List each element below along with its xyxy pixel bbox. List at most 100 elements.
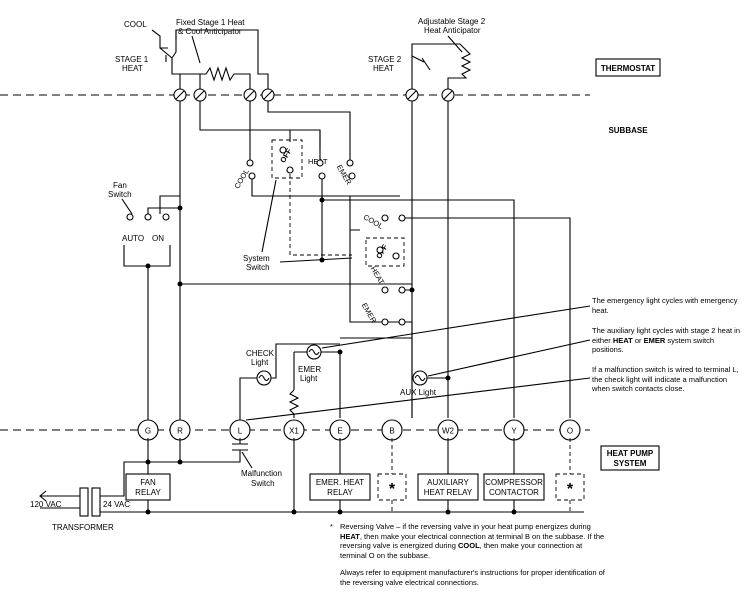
- cool-contact-arm: [151, 29, 168, 49]
- thermostat-zone-label: THERMOSTAT: [601, 64, 655, 73]
- fan-switch-leader: [121, 198, 133, 215]
- terminal-label-w2: W2: [442, 427, 455, 436]
- fan-on-label: ON: [152, 234, 164, 243]
- lower-heat-label: HEAT: [369, 265, 387, 287]
- aux-heat-relay-box: [417, 473, 479, 501]
- aux-note-part-c: system switch positions.: [592, 335, 715, 355]
- subbase-zone-label: SUBBASE: [608, 126, 648, 135]
- thermostat-zone-box: [595, 58, 661, 77]
- adjustable-anticipator-label-1: Adjustable Stage 2: [418, 17, 486, 26]
- terminal-label-o: O: [567, 427, 573, 436]
- footnote-rv-title: Reversing Valve: [340, 522, 395, 531]
- fixed-anticipator-resistor: [180, 66, 251, 89]
- fan-switch-contacts: [126, 213, 170, 221]
- heat-bus-wire: [199, 101, 321, 160]
- system-switch-leader-1: [261, 179, 277, 253]
- fan-relay-label-2: RELAY: [135, 488, 161, 497]
- stage2-contact-arm: [411, 55, 431, 71]
- y-wire: [322, 199, 515, 418]
- emergency-light-note: The emergency light cycles with emergenc…: [592, 296, 738, 315]
- reversing-valve-footnote: *Reversing Valve – if the reversing valv…: [330, 522, 610, 587]
- heat-pump-zone-label-1: HEAT PUMP: [607, 449, 654, 458]
- heat-pump-zone-label-2: SYSTEM: [614, 459, 647, 468]
- stage1-wire: [171, 30, 181, 89]
- system-switch-leader-2: [279, 257, 353, 263]
- malfunction-switch: [148, 438, 248, 463]
- transformer-label: TRANSFORMER: [52, 523, 114, 532]
- x1-resistor: [288, 389, 300, 418]
- malfunction-switch-label-1: Malfunction: [241, 469, 282, 478]
- stage1-label-1: STAGE 1: [115, 55, 149, 64]
- aux-callout-leader: [427, 339, 591, 377]
- terminal-label-x1: X1: [289, 427, 299, 436]
- fan-switch-label-1: Fan: [113, 181, 127, 190]
- stage1-label-2: HEAT: [122, 64, 143, 73]
- aux-note-emer: EMER: [643, 335, 666, 345]
- aux-heat-relay-label-2: HEAT RELAY: [424, 488, 473, 497]
- thermostat-terminals: [173, 88, 455, 102]
- terminal-label-y: Y: [511, 427, 517, 436]
- cool-label: COOL: [124, 20, 147, 29]
- o-wire: [412, 217, 571, 418]
- aux-light-wiring: [411, 338, 448, 418]
- terminal-label-e: E: [337, 427, 342, 436]
- emer-wire: [267, 101, 351, 160]
- malfunction-note: If a malfunction switch is wired to term…: [592, 365, 739, 393]
- aux-light-note: The auxiliary light cycles with stage 2 …: [592, 326, 744, 355]
- lower-cool-label: COOL: [362, 212, 385, 230]
- compressor-label-2: CONTACTOR: [489, 488, 539, 497]
- footnote-rv-c: , then make your connection at terminal …: [340, 541, 583, 560]
- thermostat-top-wire: [175, 29, 269, 89]
- fixed-anticipator-label-1: Fixed Stage 1 Heat: [176, 18, 245, 27]
- lower-switch-outputs: [405, 217, 413, 338]
- star-box-o: [555, 473, 585, 501]
- fan-switch-label-2: Switch: [108, 190, 132, 199]
- emergency-callout-leader: [321, 305, 591, 349]
- lower-off-box: [365, 237, 405, 267]
- emer-light-filament: [308, 348, 320, 356]
- stage2-label-1: STAGE 2: [368, 55, 402, 64]
- vac-120-label: 120 VAC: [30, 500, 62, 509]
- adjustable-anticipator-resistor: [411, 43, 472, 89]
- star-returns: [391, 500, 571, 512]
- aux-light-filament: [414, 374, 426, 382]
- stage1-contact-arm: [159, 47, 173, 62]
- heat-pump-zone-box: [600, 445, 660, 471]
- star-o: *: [567, 481, 574, 498]
- system-switch-label-1: System: [243, 254, 270, 263]
- subbase-bus-stubs: [289, 130, 321, 150]
- aux-note-part-b: or: [632, 335, 644, 345]
- emer-light-label-2: Light: [300, 374, 318, 383]
- cool-lower-wire: [251, 179, 400, 197]
- footnote-rv-heat: HEAT: [340, 531, 360, 541]
- aux-light-label: AUX Light: [400, 388, 437, 397]
- footnote-star: *: [330, 522, 333, 531]
- fixed-anticipator-label-2: & Cool Anticipator: [178, 27, 242, 36]
- footnote-paragraph: *Reversing Valve – if the reversing valv…: [330, 522, 610, 560]
- check-light-label-2: Light: [251, 358, 269, 367]
- vac-24-label: 24 VAC: [103, 500, 130, 509]
- fan-relay-label-1: FAN: [140, 478, 156, 487]
- terminal-label-g: G: [145, 427, 151, 436]
- fan-auto-label: AUTO: [122, 234, 144, 243]
- star-box-b: [377, 473, 407, 501]
- system-switch-upper-contacts: [246, 146, 356, 180]
- malfunction-callout-leader: [245, 377, 591, 421]
- aux-note-part-a: The auxiliary light cycles with stage 2 …: [592, 326, 740, 345]
- subbase-cool-label: COOL: [232, 167, 250, 190]
- fixed-anticipator-leader: [191, 35, 201, 64]
- system-switch-off-box: [271, 139, 303, 179]
- terminal-label-r: R: [177, 427, 183, 436]
- system-switch-linkage: [289, 174, 352, 256]
- aux-heat-relay-label-1: AUXILIARY: [427, 478, 469, 487]
- compressor-label-1: COMPRESSOR: [485, 478, 543, 487]
- adjustable-anticipator-label-2: Heat Anticipator: [424, 26, 481, 35]
- system-switch-label-2: Switch: [246, 263, 270, 272]
- footnote-rv-b: , then make your electrical connection a…: [340, 531, 605, 551]
- footnote-rv-cool: COOL: [457, 541, 480, 550]
- fan-relay-box: [125, 473, 171, 501]
- emer-heat-relay-label-1: EMER. HEAT: [316, 478, 364, 487]
- terminal-label-l: L: [238, 427, 243, 436]
